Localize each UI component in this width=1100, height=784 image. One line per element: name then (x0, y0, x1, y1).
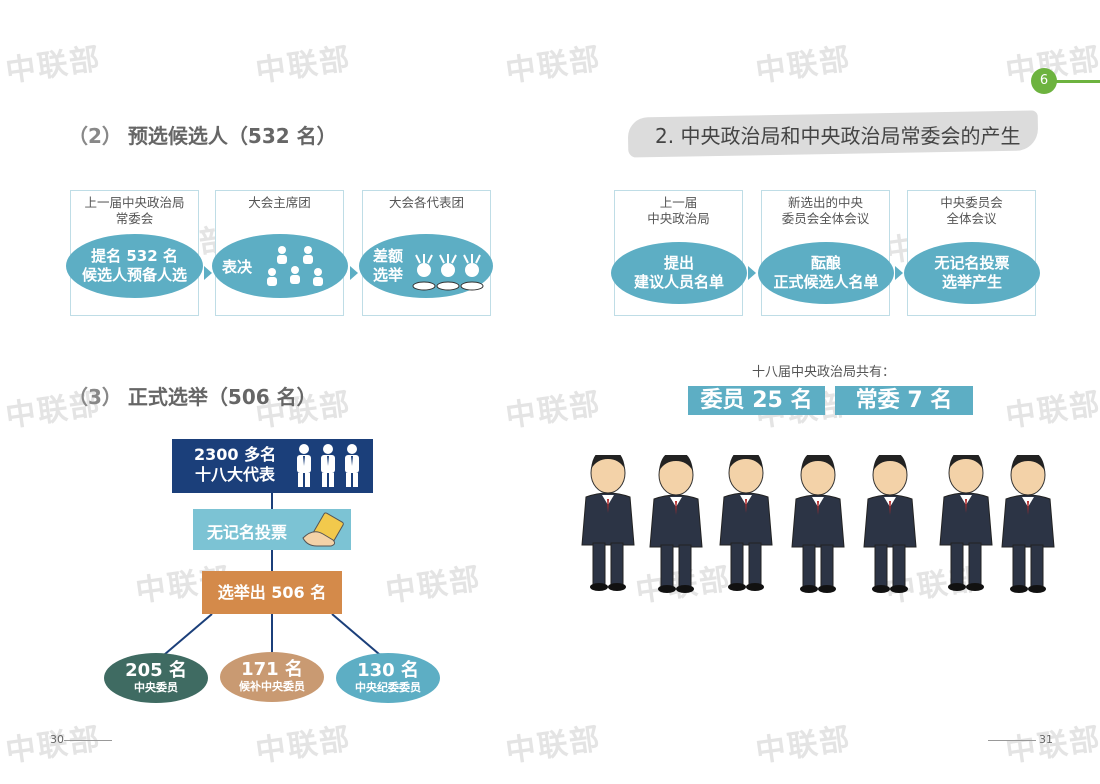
cartoon-figure (581, 455, 635, 592)
flow-caption: 上一届 中央政治局 (647, 195, 710, 226)
arrow-right-icon (895, 266, 903, 280)
flow-caption: 中央委员会 全体会议 (940, 195, 1003, 226)
watermark: 中联部 (253, 721, 354, 770)
flow-caption: 新选出的中央 委员会全体会议 (781, 195, 870, 226)
watermark: 中联部 (503, 41, 604, 90)
flow-caption: 大会主席团 (248, 195, 311, 210)
standing-count-box: 常委 7 名 (835, 386, 973, 415)
page-tab: 6 (1031, 68, 1057, 94)
arrow-right-icon (748, 266, 756, 280)
politburo-label: 十八届中央政治局共有： (752, 365, 896, 380)
group-people-icon (267, 246, 323, 286)
watermark: 中联部 (383, 561, 484, 610)
ballot-hand-icon (302, 512, 344, 547)
standing-committee-cartoon (581, 455, 1055, 594)
alternate-members-count: 171 名 候补中央委员 (220, 652, 324, 702)
page-number-left: 30 (50, 733, 64, 746)
secret-ballot-pill: 无记名投票 选举产生 (904, 242, 1040, 304)
delegates-icon (297, 444, 359, 487)
watermark: 中联部 (753, 41, 854, 90)
page-tab-line (1055, 80, 1100, 83)
cartoon-figure (649, 455, 703, 594)
nominate-pill: 提名 532 名 候选人预备人选 (66, 234, 203, 298)
section-2-title: （2）预选候选人（532 名） (68, 124, 337, 148)
watermark: 中联部 (503, 386, 604, 435)
cartoon-figure (939, 455, 993, 592)
candidate-list-pill: 酝酿 正式候选人名单 (758, 242, 894, 304)
cartoon-figure (791, 455, 845, 594)
page-number-line (988, 740, 1036, 741)
flow-caption: 大会各代表团 (388, 195, 464, 210)
watermark: 中联部 (3, 41, 104, 90)
page-number-line (64, 740, 112, 741)
vote-pill: 表决 (212, 234, 348, 298)
central-committee-count: 205 名 中央委员 (104, 653, 208, 703)
section-3-title: （3）正式选举（506 名） (68, 385, 317, 409)
watermark: 中联部 (1003, 386, 1100, 435)
radish-icon (412, 254, 484, 291)
propose-list-pill: 提出 建议人员名单 (611, 242, 747, 304)
delegates-box: 2300 多名 十八大代表 (172, 439, 373, 493)
cartoon-figure (863, 455, 917, 594)
arrow-right-icon (204, 266, 212, 280)
watermark: 中联部 (503, 721, 604, 770)
cartoon-figure (1001, 455, 1055, 594)
watermark: 中联部 (753, 721, 854, 770)
cartoon-figure (719, 455, 773, 592)
discipline-commission-count: 130 名 中央纪委委员 (336, 653, 440, 703)
arrow-right-icon (350, 266, 358, 280)
page-number-right: 31 (1039, 733, 1053, 746)
watermark: 中联部 (253, 41, 354, 90)
section-right-title: 2. 中央政治局和中央政治局常委会的产生 (655, 124, 1021, 148)
elected-box: 选举出 506 名 (202, 571, 342, 614)
members-count-box: 委员 25 名 (688, 386, 825, 415)
flow-caption: 上一届中央政治局 常委会 (84, 195, 185, 226)
ballot-box: 无记名投票 (193, 509, 351, 550)
